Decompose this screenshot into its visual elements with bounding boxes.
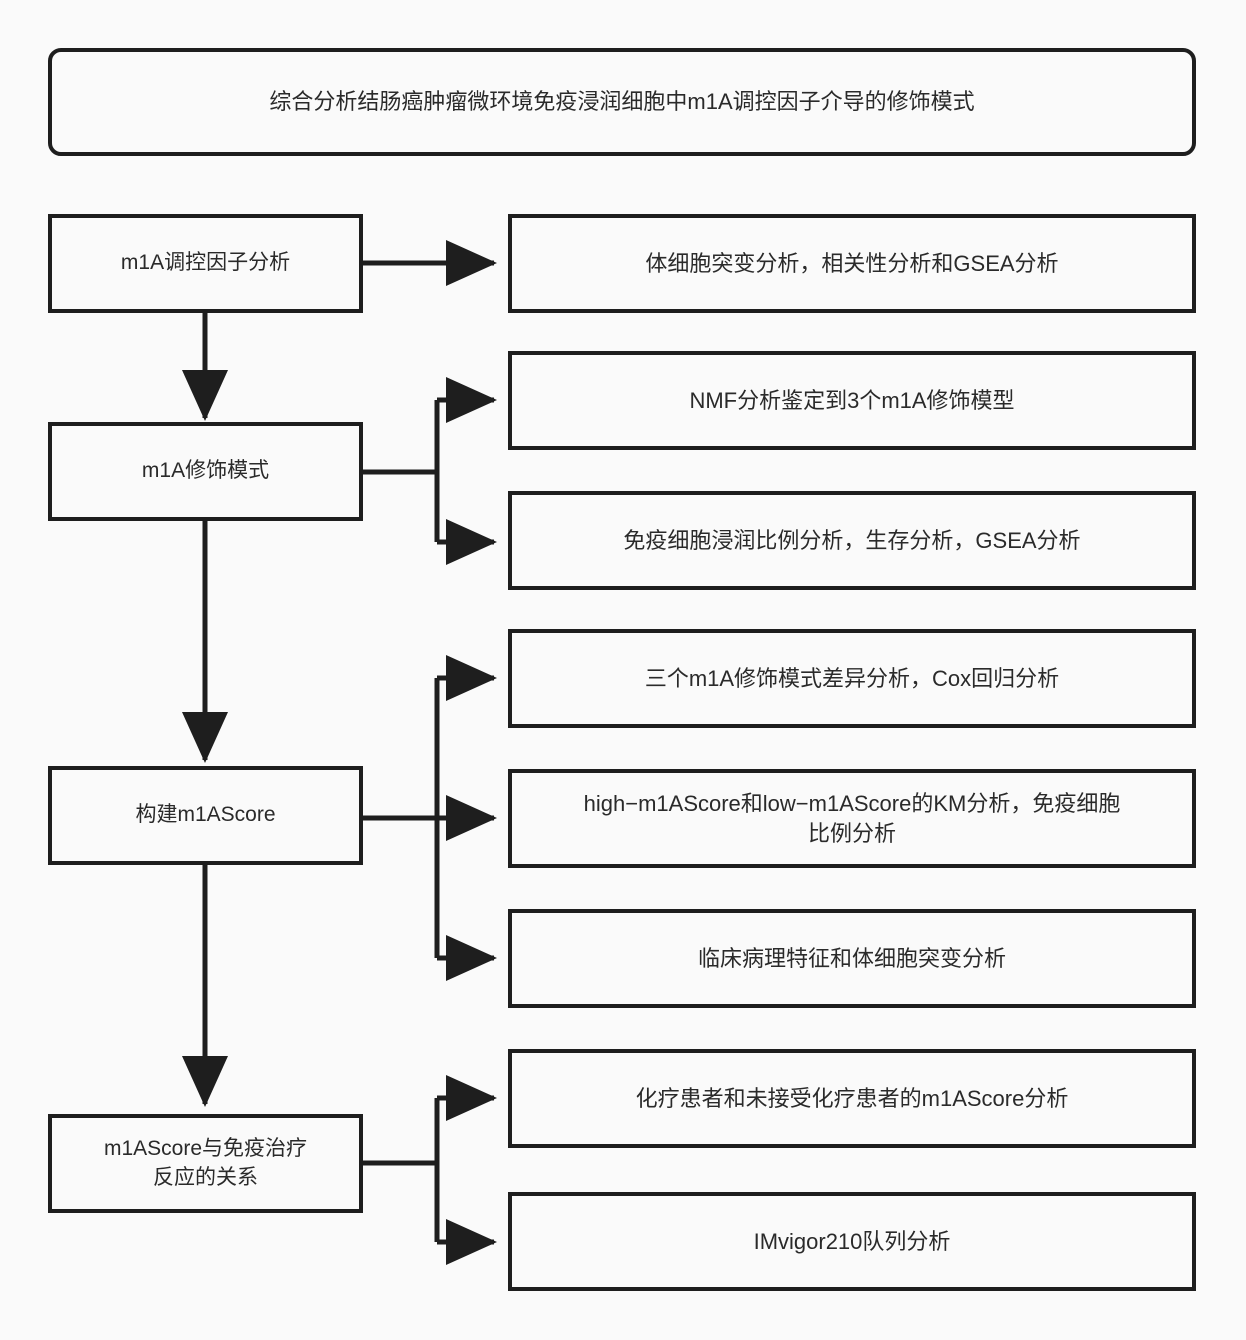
- detail-node-label: 化疗患者和未接受化疗患者的m1AScore分析: [635, 1085, 1069, 1111]
- detail-node-label: 体细胞突变分析，相关性分析和GSEA分析: [645, 250, 1059, 276]
- stage-node-label: m1A调控因子分析: [120, 251, 291, 275]
- detail-node-label: IMvigor210队列分析: [753, 1228, 951, 1254]
- detail-node-imvigor210-cohort[interactable]: IMvigor210队列分析: [508, 1192, 1196, 1291]
- diagram-title-text: 综合分析结肠癌肿瘤微环境免疫浸润细胞中m1A调控因子介导的修饰模式: [269, 89, 975, 115]
- detail-node-clinicopathologic-somatic-mutation[interactable]: 临床病理特征和体细胞突变分析: [508, 909, 1196, 1008]
- detail-node-km-analysis-immune-proportion[interactable]: high−m1AScore和low−m1AScore的KM分析，免疫细胞 比例分…: [508, 769, 1196, 868]
- stage-node-m1a-regulator-analysis[interactable]: m1A调控因子分析: [48, 214, 363, 313]
- stage-node-m1ascore-immunotherapy-relation[interactable]: m1AScore与免疫治疗 反应的关系: [48, 1114, 363, 1213]
- detail-node-somatic-mutation-correlation-gsea[interactable]: 体细胞突变分析，相关性分析和GSEA分析: [508, 214, 1196, 313]
- detail-node-label: 临床病理特征和体细胞突变分析: [697, 945, 1006, 971]
- detail-node-label: high−m1AScore和low−m1AScore的KM分析，免疫细胞 比例分…: [583, 790, 1121, 846]
- connector-stage3-branch: [363, 655, 497, 982]
- stage-node-label: 构建m1AScore: [135, 803, 276, 827]
- detail-node-chemotherapy-m1ascore[interactable]: 化疗患者和未接受化疗患者的m1AScore分析: [508, 1049, 1196, 1148]
- detail-node-label: 三个m1A修饰模式差异分析，Cox回归分析: [644, 665, 1060, 691]
- connector-stage2-branch: [363, 377, 497, 566]
- stage-node-label: m1AScore与免疫治疗 反应的关系: [103, 1137, 308, 1189]
- detail-node-nmf-three-patterns[interactable]: NMF分析鉴定到3个m1A修饰模型: [508, 351, 1196, 450]
- detail-node-label: 免疫细胞浸润比例分析，生存分析，GSEA分析: [623, 527, 1081, 553]
- stage-node-label: m1A修饰模式: [141, 459, 270, 483]
- connector-stage4-branch: [363, 1075, 497, 1266]
- stage-node-build-m1ascore[interactable]: 构建m1AScore: [48, 766, 363, 865]
- stage-node-m1a-modification-pattern[interactable]: m1A修饰模式: [48, 422, 363, 521]
- detail-node-label: NMF分析鉴定到3个m1A修饰模型: [689, 387, 1015, 413]
- detail-node-immune-infiltration-survival-gsea[interactable]: 免疫细胞浸润比例分析，生存分析，GSEA分析: [508, 491, 1196, 590]
- diagram-title-box: 综合分析结肠癌肿瘤微环境免疫浸润细胞中m1A调控因子介导的修饰模式: [48, 48, 1196, 156]
- detail-node-pattern-difference-cox[interactable]: 三个m1A修饰模式差异分析，Cox回归分析: [508, 629, 1196, 728]
